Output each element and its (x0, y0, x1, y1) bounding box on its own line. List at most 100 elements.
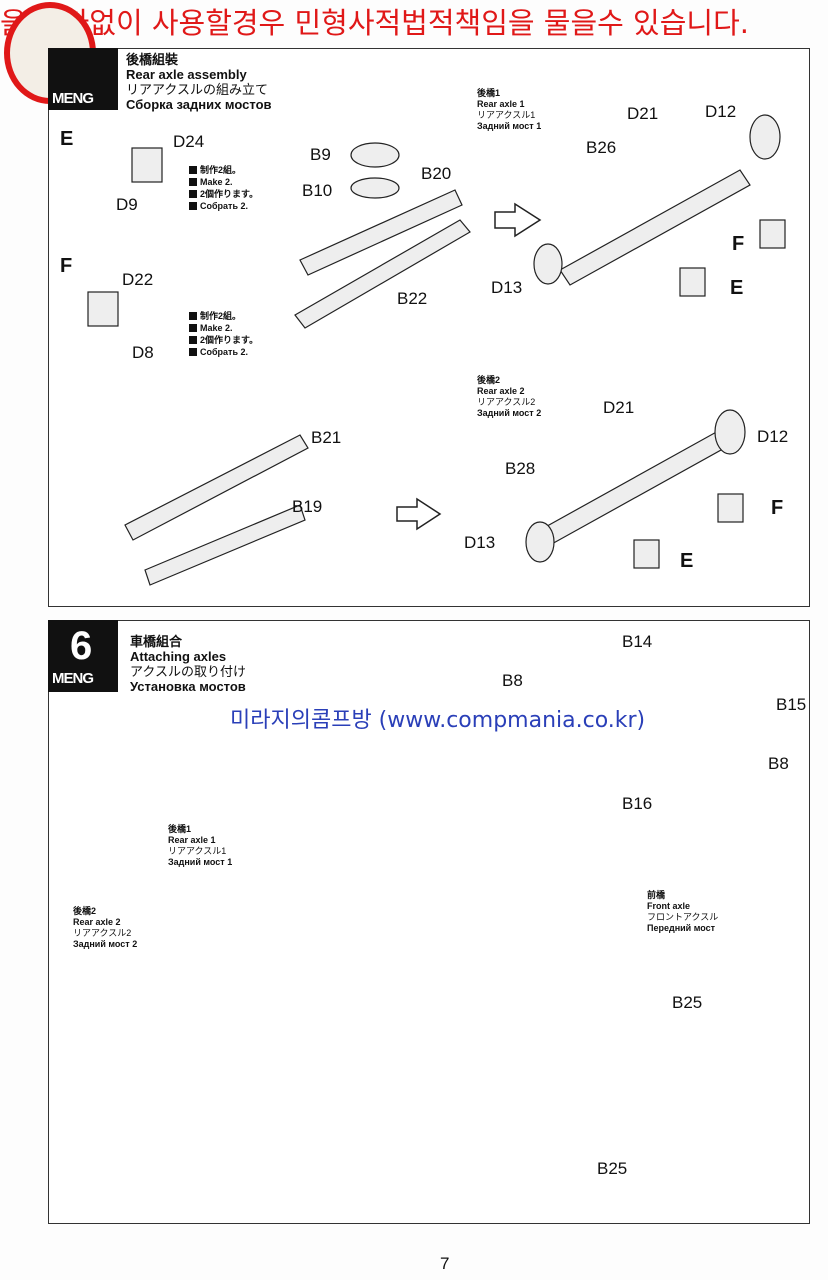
rear-axle-2 (539, 429, 731, 546)
bullet-icon (189, 348, 197, 356)
wheel-hub-d13 (525, 521, 555, 563)
caption-cn: 後橋2 (477, 375, 501, 385)
note-cn: 制作2組。 (200, 165, 242, 175)
part-label: D12 (757, 427, 789, 446)
part-b20 (299, 189, 463, 276)
part-label: B10 (302, 181, 333, 200)
caption-ru: Задний мост 1 (168, 857, 233, 867)
caption-cn: 後橋1 (168, 824, 192, 834)
caption-en: Front axle (647, 901, 691, 911)
part-label: B8 (502, 671, 523, 690)
part-label: B22 (397, 289, 428, 308)
part-label: B25 (672, 993, 703, 1012)
caption-en: Rear axle 2 (73, 917, 121, 927)
arrow-icon (396, 497, 442, 531)
caption-en: Rear axle 1 (168, 835, 216, 845)
part-label: D8 (132, 343, 154, 362)
bullet-icon (189, 178, 197, 186)
caption-jp: リアアクスル2 (477, 397, 536, 407)
bullet-icon (189, 202, 197, 210)
caption-ru: Задний мост 2 (477, 408, 542, 418)
part-label: B9 (310, 145, 331, 164)
subassembly-f-label: F (60, 255, 73, 277)
caption-jp: リアアクスル2 (73, 928, 132, 938)
caption-cn: 後橋2 (73, 906, 97, 916)
f-label: F (771, 497, 784, 519)
part-e-block (633, 539, 660, 569)
step-panel-attaching-axles (48, 620, 810, 1224)
bullet-icon (189, 190, 197, 198)
watermark-url: 미라지의콤프방 (www.compmania.co.kr) (230, 708, 646, 733)
part-label: B15 (776, 695, 807, 714)
part-b22 (294, 219, 471, 329)
part-label: B26 (586, 138, 617, 157)
part-label: D21 (603, 398, 635, 417)
watermark-text: 을 허가없이 사용할경우 민형사적법적책임을 물을수 있습니다. (0, 6, 749, 40)
caption-ru: Передний мост (647, 923, 716, 933)
part-label: D9 (116, 195, 138, 214)
part-label: D13 (464, 533, 496, 552)
part-label: D24 (173, 132, 205, 151)
title-ru: Установка мостов (130, 679, 246, 694)
meng-logo: MENG (50, 90, 95, 107)
title-ru: Сборка задних мостов (126, 97, 272, 112)
caption-en: Rear axle 1 (477, 99, 525, 109)
title-jp: アクスルの取り付け (130, 664, 246, 679)
bullet-icon (189, 166, 197, 174)
part-e-block (679, 267, 706, 297)
arrow-icon (494, 202, 542, 238)
part-label: B21 (311, 428, 342, 447)
note-en: Make 2. (200, 177, 233, 187)
bullet-icon (189, 324, 197, 332)
part-label: B8 (768, 754, 789, 773)
part-f-block (759, 219, 786, 249)
title-jp: リアアクスルの組み立て (126, 82, 268, 97)
part-d24 (131, 147, 163, 183)
meng-logo: MENG (50, 670, 95, 687)
note-jp: 2個作ります。 (200, 189, 259, 199)
make-2-note: 制作2組。 Make 2. 2個作ります。 Собрать 2. (189, 164, 258, 212)
title-en: Attaching axles (130, 649, 227, 664)
part-label: B19 (292, 497, 323, 516)
part-f-block (717, 493, 744, 523)
subassembly-e-label: E (60, 128, 74, 150)
title-cn: 車橋組合 (130, 634, 183, 649)
note-cn: 制作2組。 (200, 311, 242, 321)
bullet-icon (189, 312, 197, 320)
wheel-hub-d13 (533, 243, 563, 285)
note-jp: 2個作ります。 (200, 335, 259, 345)
part-label: D21 (627, 104, 659, 123)
step-title: 後橋組裝 Rear axle assembly リアアクスルの組み立て Сбор… (126, 52, 272, 112)
caption-cn: 後橋1 (477, 88, 501, 98)
part-label: D13 (491, 278, 523, 297)
rear-axle-1 (559, 169, 751, 286)
note-en: Make 2. (200, 323, 233, 333)
part-d22 (87, 291, 119, 327)
caption-ru: Задний мост 2 (73, 939, 138, 949)
part-label: B20 (421, 164, 452, 183)
bullet-icon (189, 336, 197, 344)
e-label: E (730, 277, 744, 299)
part-label: D22 (122, 270, 154, 289)
wheel-hub-d12 (714, 409, 746, 455)
e-label: E (680, 550, 694, 572)
wheel-hub-d12 (749, 114, 781, 160)
title-cn: 後橋組裝 (126, 52, 179, 67)
caption-ru: Задний мост 1 (477, 121, 542, 131)
caption-en: Rear axle 2 (477, 386, 525, 396)
part-label: B25 (597, 1159, 628, 1178)
caption-jp: リアアクスル1 (168, 846, 227, 856)
caption-cn: 前橋 (647, 890, 666, 900)
part-b9 (350, 142, 400, 168)
part-label: D12 (705, 102, 737, 121)
note-ru: Собрать 2. (200, 201, 249, 211)
step-number: 6 (70, 624, 93, 668)
note-ru: Собрать 2. (200, 347, 249, 357)
